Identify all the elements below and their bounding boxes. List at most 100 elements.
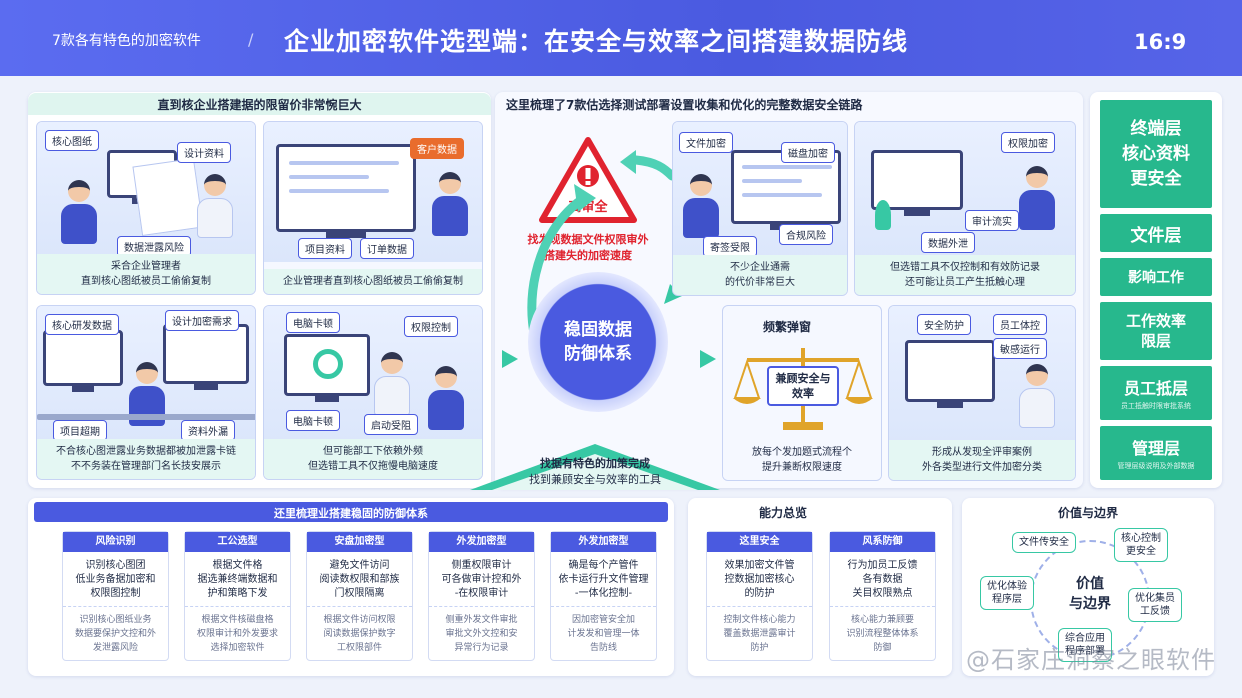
value-node-3: 优化体验 程序层 xyxy=(980,576,1034,610)
capability-card-2: 风系防御行为加员工反馈 各有数据 关目权限熟点核心能力兼顾要 识别流程整体体系 … xyxy=(829,531,936,661)
side-tab-1[interactable]: 终端层 核心资料 更安全 xyxy=(1100,100,1212,208)
card-body: 侧重权限审计 可各做审计控和外 -在权限审计 xyxy=(429,552,534,607)
bottom-right-title: 价值与边界 xyxy=(1057,506,1118,520)
monitor-illustration xyxy=(43,330,123,392)
card-caption: 企业管理者直到核心图纸被员工偷偷复制 xyxy=(264,269,482,294)
warning-triangle-icon xyxy=(539,137,637,223)
person-illustration xyxy=(428,366,464,430)
tag-label: 寄签受限 xyxy=(703,236,757,257)
card-note: 侧重外发文件审批 审批文外文控和安 异常行为记录 xyxy=(445,615,518,653)
card-heading: 风系防御 xyxy=(830,532,935,552)
card-body: 确是每个产管件 依卡运行升文件管理 -一体化控制- xyxy=(551,552,656,607)
scene-illustration xyxy=(673,122,847,262)
aspect-ratio-label: 16:9 xyxy=(1134,30,1187,54)
tag-label: 磁盘加密 xyxy=(781,142,835,163)
page-title: 企业加密软件选型端：在安全与效率之间搭建数据防线 xyxy=(284,27,909,56)
card-body: 避免文件访问 阅读数权限和部族 门权限隔离 xyxy=(307,552,412,607)
left-panel-header xyxy=(28,93,491,115)
card-note: 根据文件核磁盘格 权限审计和外发要求 选择加密软件 xyxy=(196,615,278,653)
side-tab-sub: 管理层级说明及外部数据 xyxy=(1117,462,1195,470)
card-caption: 但选错工具不仅控制和有效防记录 还可能让员工产生抵触心理 xyxy=(855,255,1075,295)
tag-label: 审计流实 xyxy=(965,210,1019,231)
person-illustration xyxy=(1019,364,1055,428)
side-tab-label: 影响工作 xyxy=(1128,270,1184,286)
banner-line-1: 找据有特色的加策完成 xyxy=(540,457,650,470)
tag-label: 核心图纸 xyxy=(45,130,99,151)
monitor-illustration xyxy=(276,144,416,238)
card-heading: 这里安全 xyxy=(707,532,812,552)
tag-label: 资料外漏 xyxy=(181,420,235,441)
card-heading: 外发加密型 xyxy=(429,532,534,552)
bottom-left-header xyxy=(34,502,668,522)
tag-label: 权限控制 xyxy=(404,316,458,337)
arrow-right-icon xyxy=(502,350,518,368)
scenario-card-4: 电脑卡顿 权限控制 电脑卡顿 启动受阻 但可能部工下依赖外频 但选错工具不仅拖慢… xyxy=(263,305,483,480)
watermark: @石家庄洞察之眼软件 xyxy=(966,646,1216,674)
card-note: 识别核心图纸业务 数据要保护文控和外 发泄露风险 xyxy=(74,615,156,653)
strategy-card-5: 外发加密型确是每个产管件 依卡运行升文件管理 -一体化控制-因加密管安全加 计发… xyxy=(550,531,657,661)
header-left-label: 7款各有特色的加密软件 xyxy=(52,33,201,49)
side-tab-2[interactable]: 文件层 xyxy=(1100,214,1212,252)
tag-label: 敏感运行 xyxy=(993,338,1047,359)
tag-label: 电脑卡顿 xyxy=(286,312,340,333)
value-node-2: 核心控制 更安全 xyxy=(1114,528,1168,562)
capability-card-1: 这里安全效果加密文件管 控数据加密核心 的防护控制文件核心能力 覆盖数据泄露审计… xyxy=(706,531,813,661)
tag-label: 安全防护 xyxy=(917,314,971,335)
header-divider: / xyxy=(248,30,254,49)
hub-circle xyxy=(528,272,668,412)
card-body: 识别核心图团 低业务备据加密和 权限图控制 xyxy=(63,552,168,607)
card-heading: 工公选型 xyxy=(185,532,290,552)
card-note: 控制文件核心能力 覆盖数据泄露审计 防护 xyxy=(723,615,796,653)
strategy-card-4: 外发加密型侧重权限审计 可各做审计控和外 -在权限审计侧重外发文件审批 审批文外… xyxy=(428,531,535,661)
monitor-illustration xyxy=(284,334,370,402)
strategy-card-3: 安盘加密型避免文件访问 阅读数权限和部族 门权限隔离根据文件访问权限 阅读数据保… xyxy=(306,531,413,661)
monitor-illustration xyxy=(871,150,963,216)
bottom-middle-title: 能力总览 xyxy=(758,506,807,520)
side-tab-5[interactable]: 员工抵层员工抵触时限审批系统 xyxy=(1100,366,1212,420)
side-tab-6[interactable]: 管理层管理层级说明及外部数据 xyxy=(1100,426,1212,480)
strategy-card-2: 工公选型根据文件格 据选兼终端数据和 护和策略下发根据文件核磁盘格 权限审计和外… xyxy=(184,531,291,661)
tag-label: 订单数据 xyxy=(360,238,414,259)
monitor-illustration xyxy=(163,324,249,390)
side-tab-label: 员工抵层 xyxy=(1123,379,1188,398)
card-caption: 放每个发加题式流程个 提升兼断权限速度 xyxy=(723,440,881,480)
card-caption: 采合企业管理者 直到核心图纸被员工偷偷复制 xyxy=(37,254,255,294)
tag-label: 数据泄露风险 xyxy=(117,236,191,257)
value-center-label: 价值 与边界 xyxy=(1069,576,1111,612)
side-tab-label: 工作效率 限层 xyxy=(1125,312,1186,350)
arrow-right-icon xyxy=(700,350,716,368)
card-caption: 形成从发现全评审案例 外各类型进行文件加密分类 xyxy=(889,440,1075,480)
tag-label: 文件加密 xyxy=(679,132,733,153)
side-tab-label: 终端层 核心资料 更安全 xyxy=(1122,118,1190,189)
tag-label: 项目超期 xyxy=(53,420,107,441)
card-heading: 频繁弹窗 xyxy=(763,320,812,334)
tag-label: 启动受阻 xyxy=(364,414,418,435)
banner-line-2: 找到兼顾安全与效率的工具 xyxy=(529,473,661,486)
value-node-5: 综合应用 程序部署 xyxy=(1058,628,1112,662)
card-note: 因加密管安全加 计发发和管理一体 告防线 xyxy=(567,615,640,653)
card-heading: 风险识别 xyxy=(63,532,168,552)
scenario-card-5: 文件加密 磁盘加密 合规风险 寄签受限 不少企业通需 的代价非常巨大 xyxy=(672,121,848,296)
person-illustration xyxy=(61,180,97,244)
scenario-card-7: 频繁弹窗 兼顾安全与效率 放每个发加题式流程个 提升兼断权限速度 xyxy=(722,305,882,481)
bottom-left-title: 还里梳理业搭建稳固的防御体系 xyxy=(274,507,428,520)
card-caption: 不少企业通需 的代价非常巨大 xyxy=(673,255,847,295)
card-heading: 安盘加密型 xyxy=(307,532,412,552)
scenario-card-6: 权限加密 数据外泄 审计流实 但选错工具不仅控制和有效防记录 还可能让员工产生抵… xyxy=(854,121,1076,296)
side-tab-label: 管理层 xyxy=(1131,439,1180,458)
side-tab-4[interactable]: 工作效率 限层 xyxy=(1100,302,1212,360)
scenario-card-8: 安全防护 员工体控 敏感运行 形成从发现全评审案例 外各类型进行文件加密分类 xyxy=(888,305,1076,481)
person-illustration xyxy=(432,172,468,236)
side-tab-3[interactable]: 影响工作 xyxy=(1100,258,1212,296)
tag-label: 设计加密需求 xyxy=(165,310,239,331)
tag-label: 电脑卡顿 xyxy=(286,410,340,431)
card-note: 核心能力兼顾要 识别流程整体体系 防御 xyxy=(846,615,919,653)
person-illustration xyxy=(1019,166,1055,230)
warning-description: 找发现数据文件权限审外 搭建失的加密速度 xyxy=(527,233,649,262)
balance-center-label: 兼顾安全与效率 xyxy=(767,366,839,406)
card-body: 行为加员工反馈 各有数据 关目权限熟点 xyxy=(830,552,935,607)
side-tab-sub: 员工抵触时限审批系统 xyxy=(1121,402,1191,410)
tag-label: 合规风险 xyxy=(779,224,833,245)
tag-label: 设计资料 xyxy=(177,142,231,163)
scenario-card-2: 客户数据 项目资料 订单数据 企业管理者直到核心图纸被员工偷偷复制 xyxy=(263,121,483,295)
